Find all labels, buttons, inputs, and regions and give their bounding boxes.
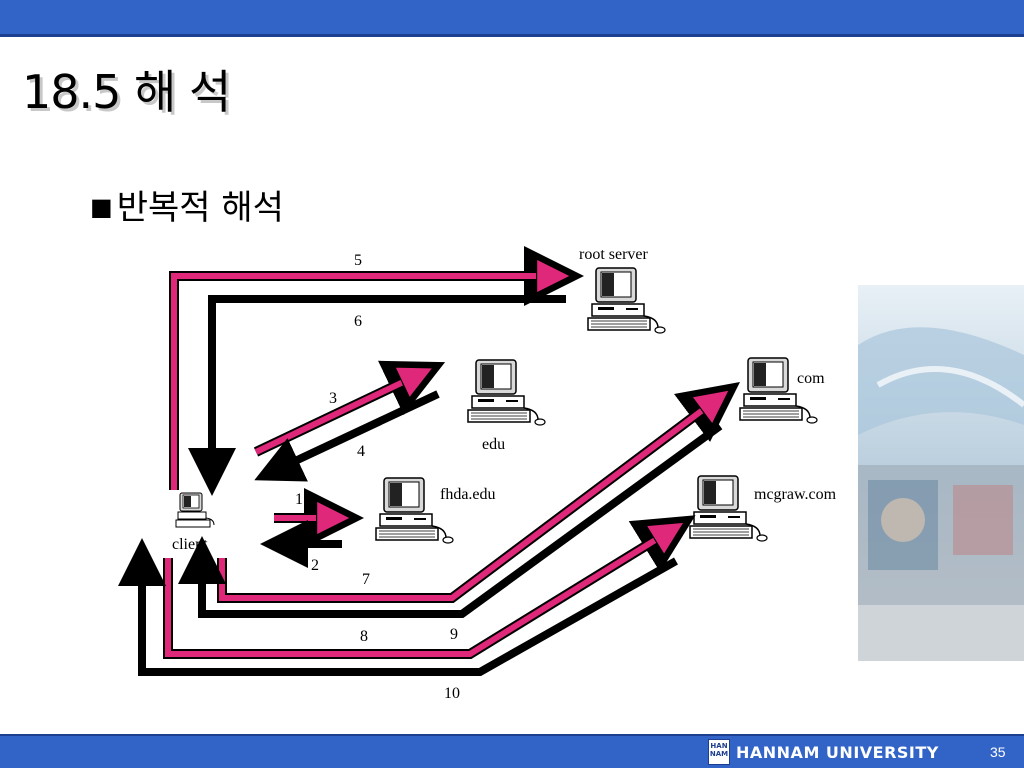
arrow-step-9	[163, 515, 696, 659]
arrow-step-10	[118, 538, 678, 676]
root-server-label: root server	[579, 246, 649, 263]
footer-divider	[0, 734, 1024, 736]
university-name: HANNAM UNIVERSITY	[736, 742, 939, 762]
step-label-8: 8	[360, 628, 368, 645]
page-number: 35	[990, 744, 1006, 760]
bullet-square-icon: ■	[90, 193, 113, 221]
fhda-label: fhda.edu	[440, 486, 496, 503]
step-label-10: 10	[444, 685, 460, 702]
edu-computer-icon	[467, 359, 546, 426]
step-label-6: 6	[354, 313, 362, 330]
step-label-5: 5	[354, 252, 362, 269]
header-bar	[0, 0, 1024, 34]
mcgraw-label: mcgraw.com	[754, 486, 837, 503]
arrow-step-8	[178, 422, 723, 618]
client-label: client	[172, 536, 208, 553]
step-label-2: 2	[311, 557, 319, 574]
bullet-text: 반복적 해석	[116, 188, 284, 228]
com-computer-icon	[739, 357, 818, 424]
arrow-step-5	[169, 246, 584, 490]
bullet-item: ■반복적 해석	[90, 180, 284, 229]
step-label-3: 3	[329, 390, 337, 407]
footer-bar	[0, 736, 1024, 768]
edu-label: edu	[482, 436, 505, 453]
client-computer-icon	[175, 492, 215, 528]
com-label: com	[797, 370, 825, 387]
step-label-1: 1	[295, 491, 303, 508]
arrow-step-4	[254, 390, 440, 482]
header-divider	[0, 34, 1024, 37]
root-server-computer-icon	[587, 267, 666, 334]
step-label-7: 7	[362, 571, 370, 588]
arrow-step-6	[188, 295, 566, 496]
step-label-9: 9	[450, 626, 458, 643]
slide-title: 18.5 해 석	[22, 65, 231, 119]
step-label-4: 4	[357, 443, 365, 460]
background-photo	[858, 285, 1024, 661]
